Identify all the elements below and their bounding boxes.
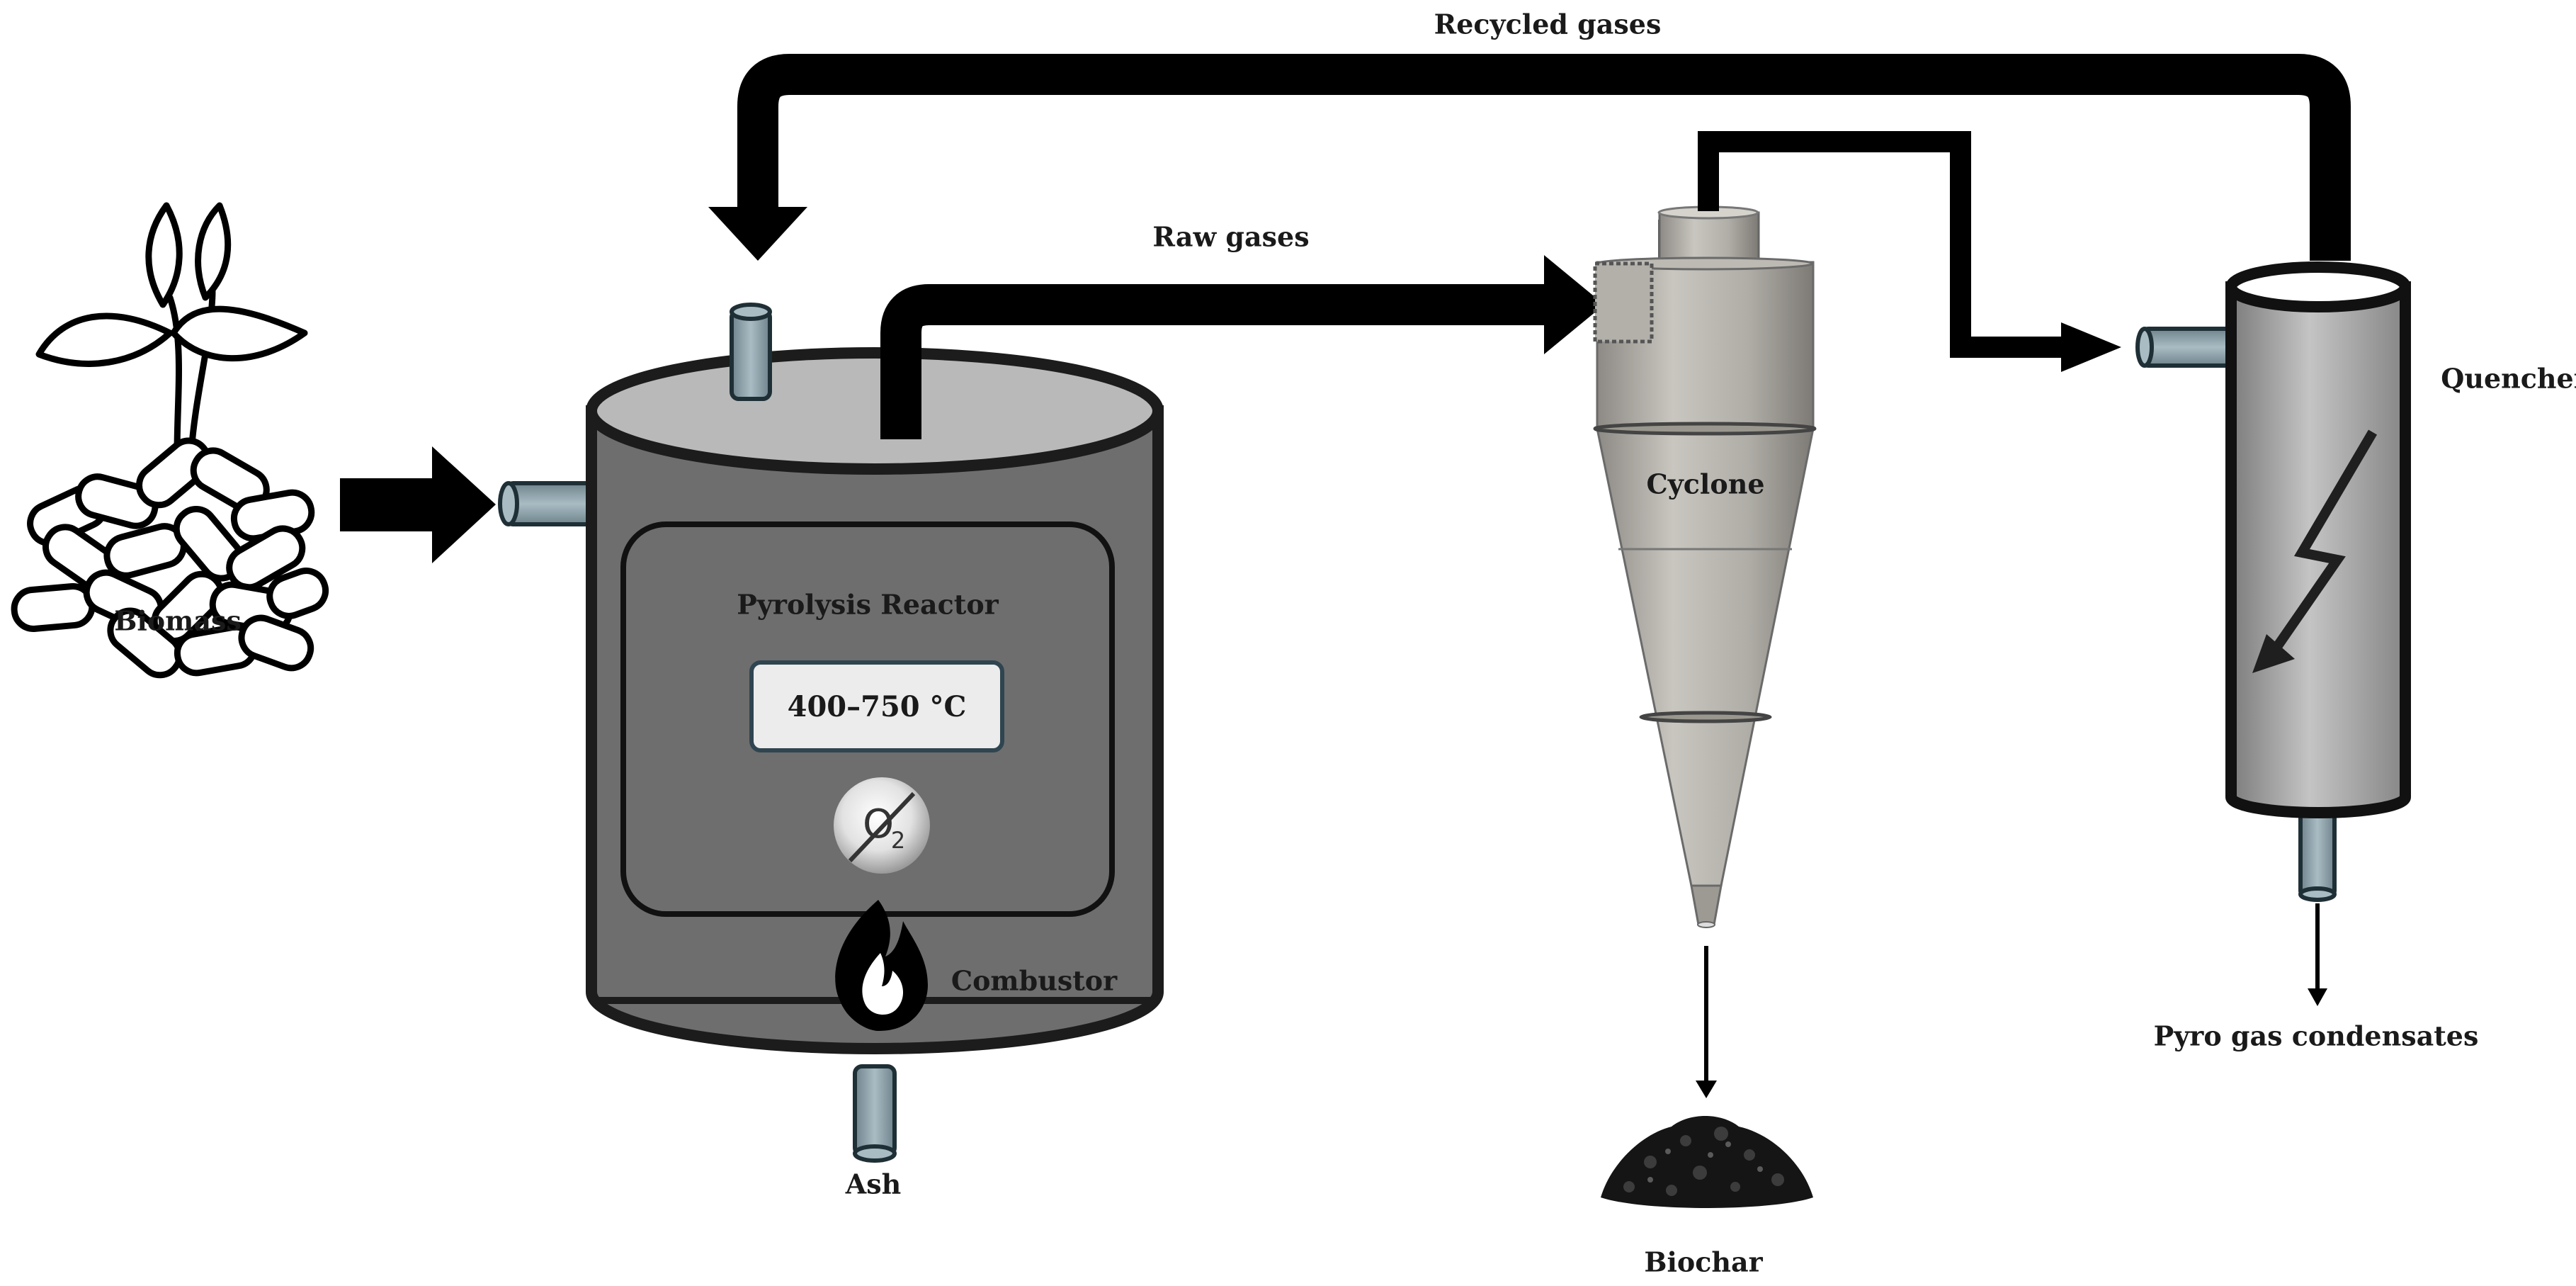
recycled-gases-flow [708, 54, 2351, 261]
lightning-arrow-icon [2252, 429, 2378, 673]
quencher-label: Quencher [2441, 362, 2576, 395]
ash-label: Ash [845, 1168, 902, 1200]
recycled-gases-label: Recycled gases [1434, 8, 1662, 40]
biochar-label: Biochar [1644, 1246, 1763, 1278]
flame-icon [835, 900, 928, 1031]
oxygen-subscript: 2 [891, 827, 905, 854]
pyro-gas-condensates-label: Pyro gas condensates [2153, 1020, 2479, 1052]
quencher-column [2135, 261, 2411, 902]
pyrolysis-reactor-label: Pyrolysis Reactor [737, 588, 999, 621]
cyclone-separator [1593, 205, 1817, 928]
biomass-feed-arrow [340, 446, 496, 563]
temperature-display: 400–750 °C [749, 660, 1004, 752]
raw-gases-flow [880, 255, 1604, 439]
biomass-label: Biomass [114, 604, 242, 637]
temperature-value: 400–750 °C [787, 689, 967, 723]
no-oxygen-icon: O 2 [834, 777, 930, 874]
biochar-pile-icon [1601, 1116, 1813, 1208]
plant-pellets-icon [11, 202, 329, 679]
biochar-discharge-arrow [1696, 946, 1717, 1098]
cyclone-label: Cyclone [1646, 468, 1765, 500]
condensate-discharge-arrow [2308, 903, 2327, 1006]
combustor-label: Combustor [951, 964, 1118, 997]
cyclone-to-quencher-flow [1698, 131, 2121, 372]
raw-gases-label: Raw gases [1152, 220, 1310, 253]
